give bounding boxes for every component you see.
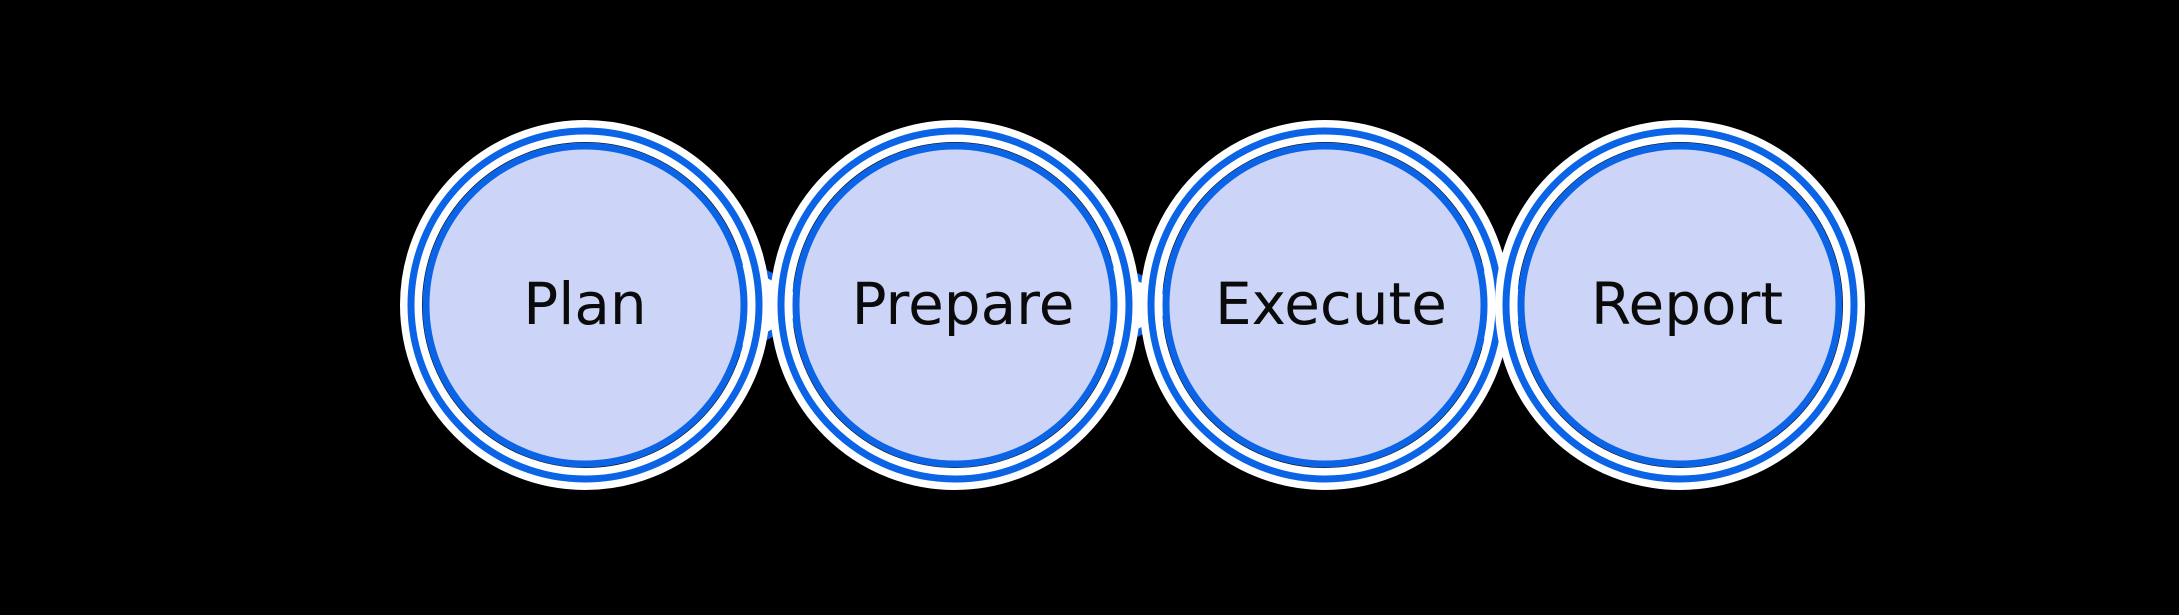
node-body [1517, 142, 1843, 468]
stage-node-plan[interactable]: Plan [400, 120, 770, 490]
node-body [1162, 142, 1488, 468]
stage-label-report: Report [1591, 270, 1783, 338]
node-outer-ring-stroke [777, 127, 1133, 483]
stage-node-execute[interactable]: Execute [1140, 120, 1510, 490]
node-body [422, 142, 748, 468]
node-outer-ring-stroke [407, 127, 763, 483]
stage-label-prepare: Prepare [852, 270, 1075, 338]
node-outer-ring-stroke [1502, 127, 1858, 483]
stage-node-report[interactable]: Report [1495, 120, 1865, 490]
node-body [792, 142, 1118, 468]
stage-node-prepare[interactable]: Prepare [770, 120, 1140, 490]
stage-label-plan: Plan [523, 270, 646, 338]
stage-label-execute: Execute [1215, 270, 1447, 338]
